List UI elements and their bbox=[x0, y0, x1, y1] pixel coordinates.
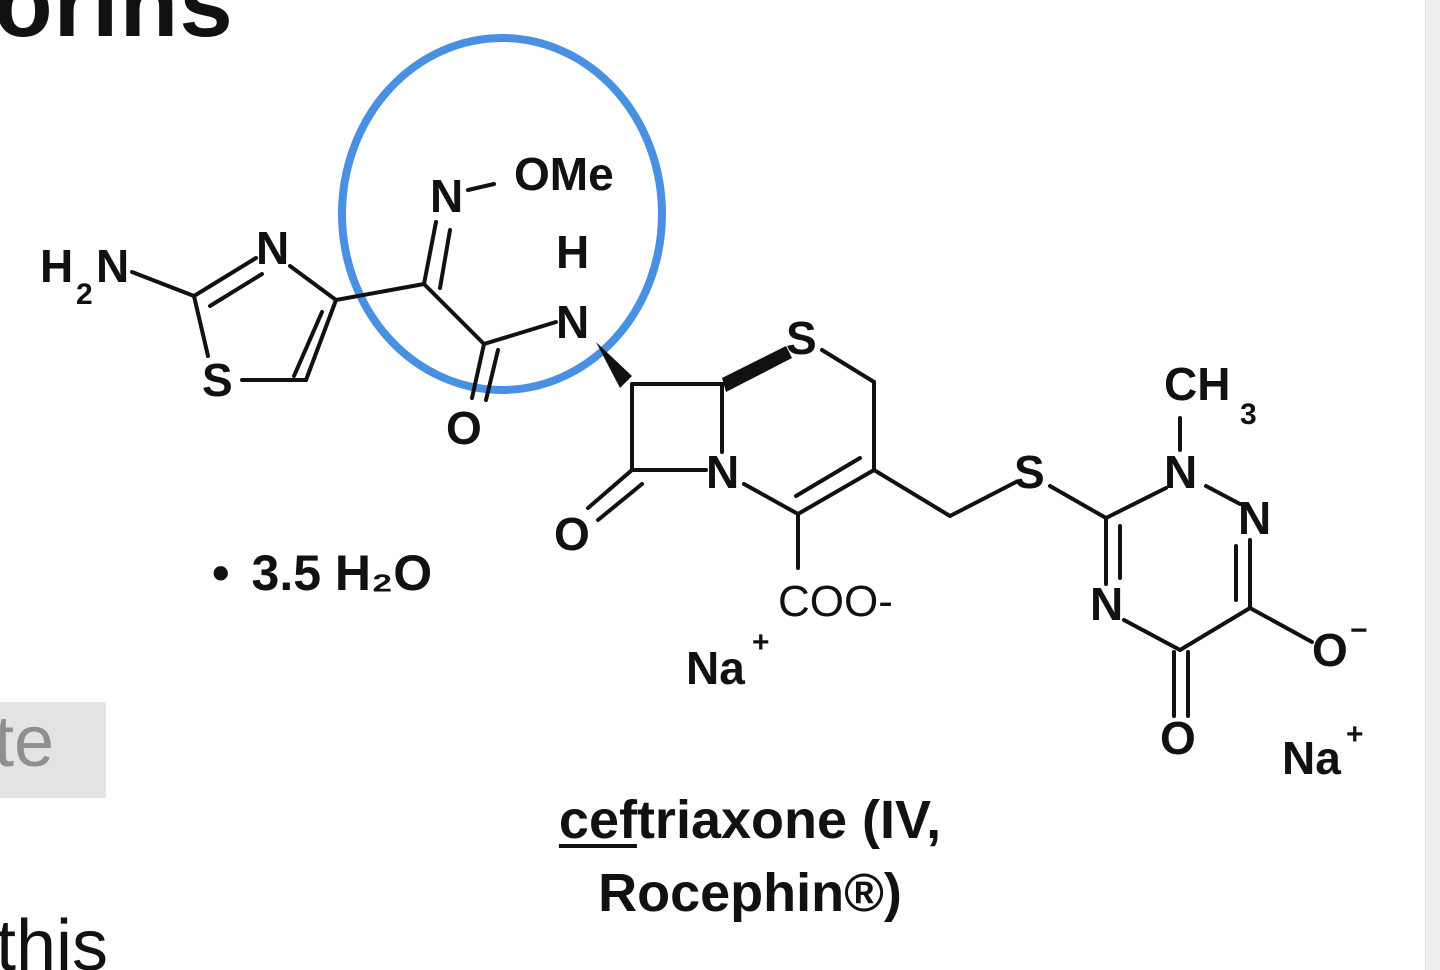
hydrate-label: • 3.5 H₂O bbox=[212, 548, 432, 598]
bond-s-triazine bbox=[1048, 484, 1108, 520]
atom-na-1-charge: + bbox=[752, 626, 770, 659]
bond-c4-c5-double bbox=[292, 310, 324, 378]
bond-c8-o bbox=[586, 468, 634, 510]
bond-calpha-noxime bbox=[422, 220, 438, 286]
body-text-fragment: this bbox=[0, 906, 109, 970]
bond-carbonyl-o bbox=[470, 342, 486, 400]
atom-lactam-o: O bbox=[554, 508, 590, 560]
grey-tag-background bbox=[0, 702, 106, 798]
atom-amide-n: N bbox=[556, 296, 589, 348]
atom-triazine-n-lower: N bbox=[1090, 578, 1123, 630]
bond-calpha-noxime-double bbox=[438, 228, 452, 290]
atom-na-2: Na bbox=[1282, 732, 1341, 784]
atom-thioether-s: S bbox=[1014, 446, 1045, 498]
wedge-bond-s bbox=[722, 346, 792, 392]
atom-triazine-n-adjacent: N bbox=[1238, 492, 1271, 544]
bond-c8-o-double bbox=[596, 482, 644, 522]
atom-ch3: CH bbox=[1164, 358, 1230, 410]
bond-n-ome bbox=[466, 182, 496, 192]
atom-na-1: Na bbox=[686, 642, 745, 694]
atom-oxime-n: N bbox=[430, 170, 463, 222]
compound-caption: ceftriaxone (IV, Rocephin®) bbox=[460, 784, 1040, 931]
caption-line2: Rocephin®) bbox=[598, 863, 902, 924]
atom-coo: COO- bbox=[778, 577, 893, 626]
bond-carbonyl-nh bbox=[482, 320, 558, 346]
caption-underlined-stem: cef bbox=[558, 790, 637, 850]
oxime-highlight-circle bbox=[338, 34, 666, 394]
grey-tag-text: te bbox=[0, 702, 55, 782]
bond-c3-ch2 bbox=[872, 468, 952, 518]
atom-o-minus-charge: − bbox=[1350, 614, 1368, 647]
bond-c3-c4 bbox=[796, 468, 876, 516]
bond-tc3-n2 bbox=[1104, 486, 1168, 520]
atom-ch3-subscript: 3 bbox=[1240, 398, 1257, 431]
bond-calpha-carbonyl bbox=[422, 282, 486, 346]
bond-n4-c5 bbox=[1122, 618, 1182, 652]
atom-na-2-charge: + bbox=[1346, 718, 1364, 751]
bond-n3-c4 bbox=[288, 264, 338, 302]
atom-o-minus: O bbox=[1312, 624, 1348, 676]
bond-c4-c5 bbox=[304, 298, 338, 382]
atom-ring-s: S bbox=[786, 312, 817, 364]
page-heading-fragment: orins bbox=[0, 0, 234, 57]
bond-amine-c2 bbox=[130, 270, 196, 298]
bond-c2-n3 bbox=[192, 256, 258, 298]
bond-c3-c4-double bbox=[794, 456, 862, 498]
atom-amide-h: H bbox=[556, 226, 589, 278]
bond-s-c2 bbox=[820, 348, 876, 384]
atom-h2n-subscript: 2 bbox=[76, 278, 93, 311]
atom-amide-o: O bbox=[446, 402, 482, 454]
atom-thiazole-s: S bbox=[202, 354, 233, 406]
bond-ch2-s bbox=[948, 480, 1018, 518]
bond-c2-s1 bbox=[192, 294, 210, 358]
hydrate-bullet: • bbox=[212, 545, 230, 601]
atom-thiazole-n: N bbox=[256, 222, 289, 274]
atom-ring-n: N bbox=[706, 446, 739, 498]
bond-n2-n1 bbox=[1204, 484, 1242, 506]
wedge-bond-nh bbox=[596, 342, 632, 388]
caption-line1-rest: triaxone (IV, bbox=[636, 790, 942, 850]
atom-h2n-n: N bbox=[96, 240, 129, 292]
atom-triazine-n-methyl: N bbox=[1164, 446, 1197, 498]
bond-c6-c5 bbox=[1178, 606, 1252, 652]
bond-carbonyl-o-double bbox=[484, 348, 500, 402]
atom-ome: OMe bbox=[514, 148, 614, 200]
bond-c6-ominus bbox=[1248, 606, 1314, 644]
bond-c4-calpha bbox=[334, 282, 426, 302]
atom-h2n-h: H bbox=[40, 240, 73, 292]
bond-c2-n3-double bbox=[208, 272, 264, 308]
hydrate-text: 3.5 H₂O bbox=[251, 545, 433, 601]
scrollbar[interactable] bbox=[1425, 0, 1440, 970]
atom-keto-o: O bbox=[1160, 712, 1196, 764]
bond-c4-n bbox=[742, 482, 800, 516]
